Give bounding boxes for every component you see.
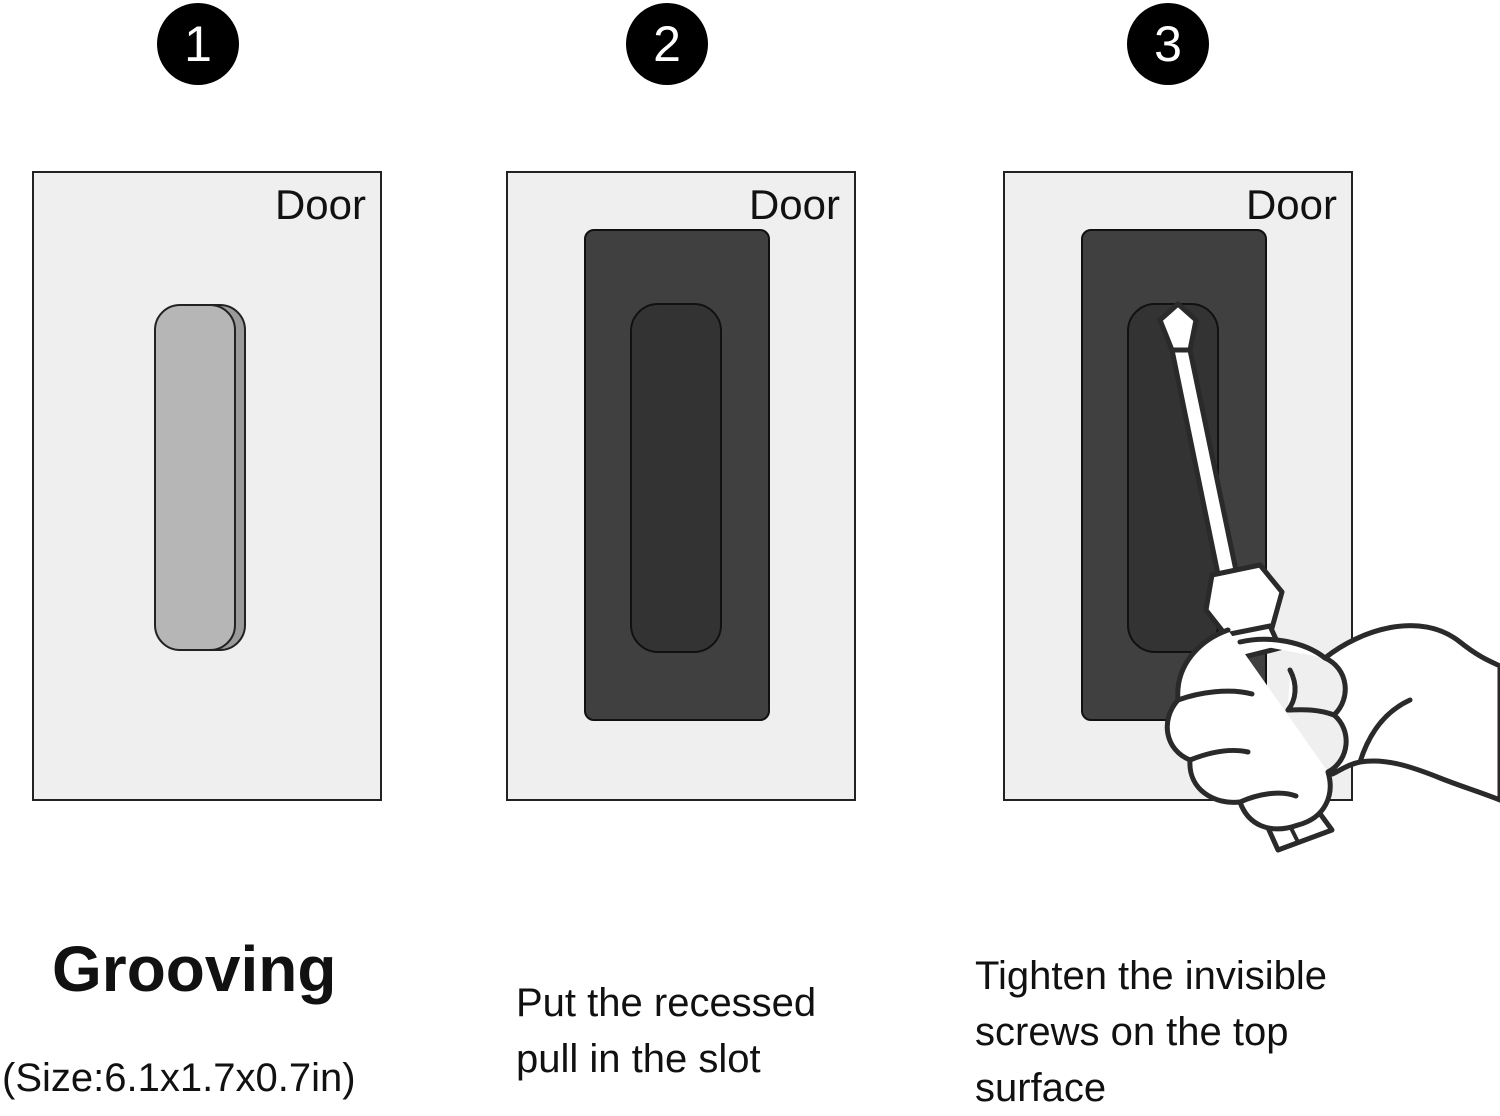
recessed-pull-plate [584, 229, 770, 721]
door-label: Door [748, 181, 840, 228]
hand-with-screwdriver-illustration [1157, 301, 1500, 853]
step-number: 2 [653, 16, 681, 72]
door-panel-step-2: Door [506, 171, 856, 801]
door-panel-step-1: Door [32, 171, 382, 801]
step-1-size-note: (Size:6.1x1.7x0.7in) [2, 1056, 356, 1100]
step-3-badge: 3 [1127, 3, 1209, 85]
door-label: Door [1245, 181, 1337, 228]
groove-slot [154, 304, 236, 651]
door-label: Door [274, 181, 366, 228]
step-1-title: Grooving [52, 933, 337, 1005]
step-1-badge: 1 [157, 3, 239, 85]
step-number: 1 [184, 16, 212, 72]
hand-icon [1164, 623, 1500, 832]
step-number: 3 [1154, 16, 1182, 72]
recessed-pull-cup [630, 303, 722, 653]
step-2-caption: Put the recessed pull in the slot [516, 981, 817, 1081]
step-3-caption: Tighten the invisible screws on the top … [975, 954, 1328, 1110]
step-2-badge: 2 [626, 3, 708, 85]
